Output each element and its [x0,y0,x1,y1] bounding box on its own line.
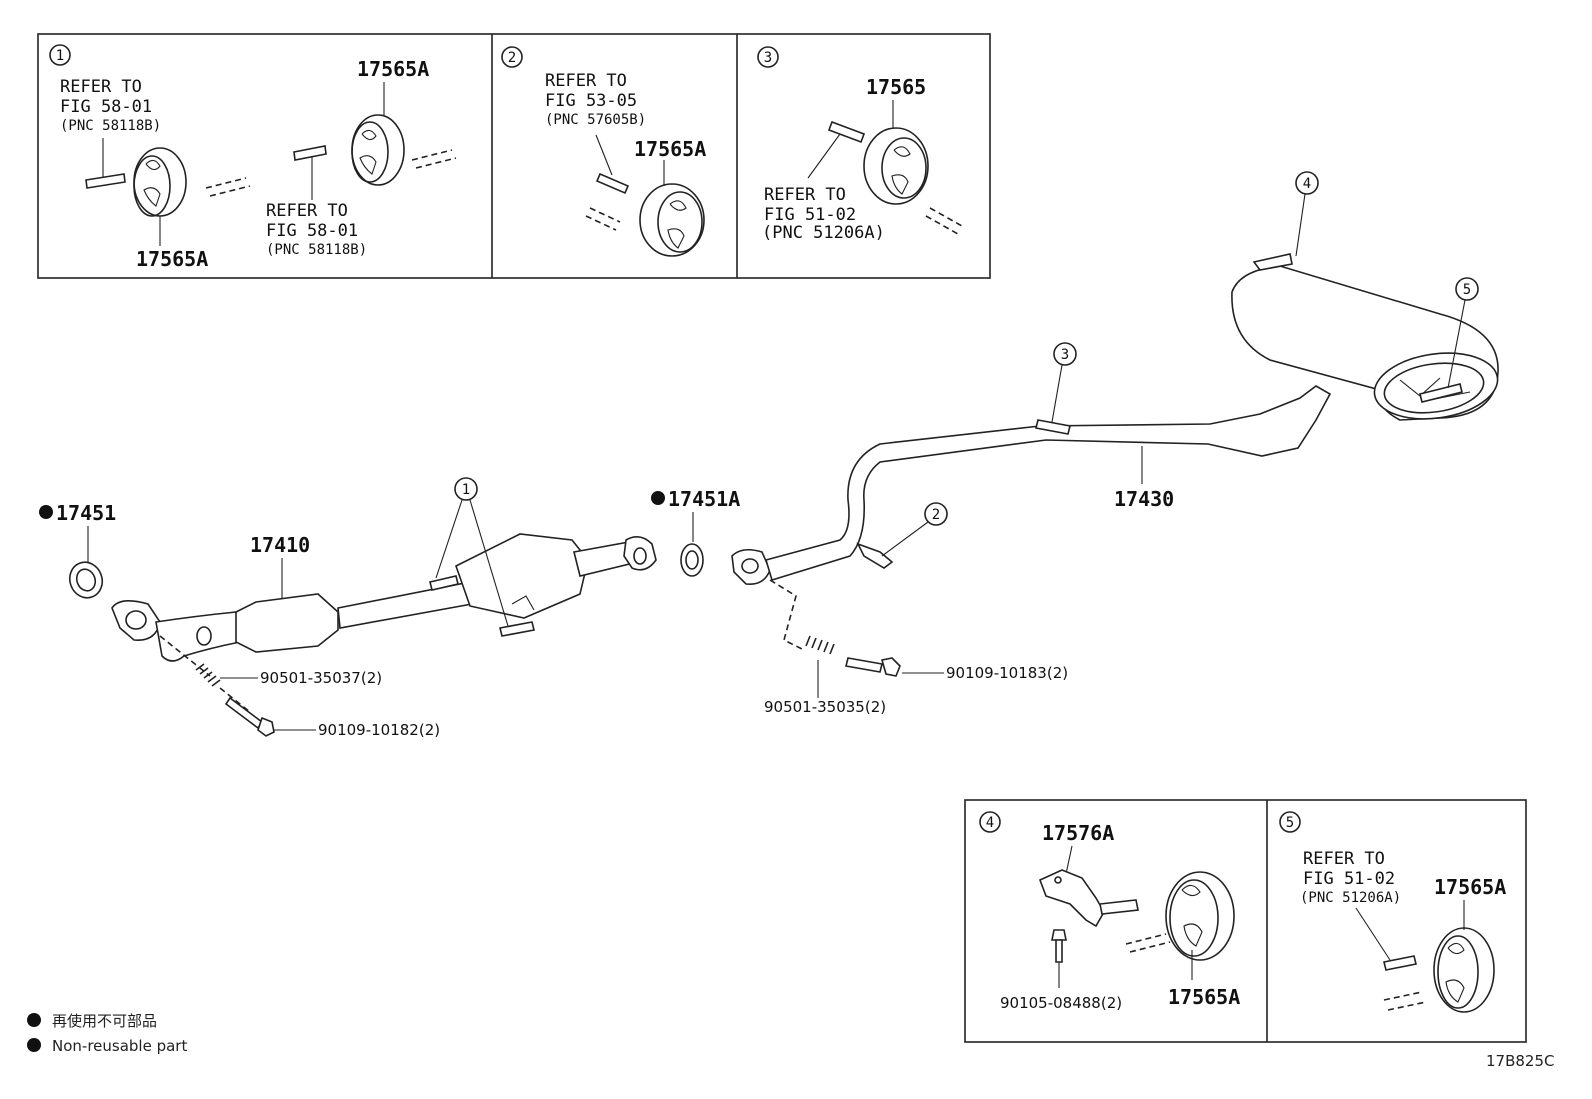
panel-2-refer-line2: FIG 53-05 [545,91,637,111]
rubber-hanger-top [351,114,405,186]
bolt-rear-label: 90109-10183(2) [946,664,1068,682]
inset-panel-4: 4 17576A 90105-08488(2) 17565A [979,811,1240,1012]
spring-front-label: 90501-35037(2) [260,669,382,687]
panel-3-refer-line1: REFER TO [764,185,846,205]
panel-1-refer-mid-line3: (PNC 58118B) [266,242,367,258]
legend-line-japanese: 再使用不可部品 [52,1012,157,1030]
callout-4: 4 [1303,176,1311,192]
bolt-front-label: 90109-10182(2) [318,721,440,739]
bolt-bracket [1051,929,1067,963]
panel-4-part-bolt: 90105-08488(2) [1000,994,1122,1012]
panel-4-part-bracket: 17576A [1042,821,1114,845]
gasket-center-label: 17451A [668,487,740,511]
inset-panel-5: 5 REFER TO FIG 51-02 (PNC 51206A) 17565A [1279,811,1506,1013]
gasket-center: 17451A [651,487,740,577]
tail-pipe-assembly: 3 2 4 5 17430 [731,171,1499,586]
panel-5-part: 17565A [1434,875,1506,899]
rubber-hanger-panel-3 [863,127,929,205]
panel-5-refer-line3: (PNC 51206A) [1300,890,1401,906]
bolt-front [224,696,275,737]
panel-5-refer-line1: REFER TO [1303,849,1385,869]
rear-fasteners: 90501-35035(2) 90109-10183(2) [764,579,1068,716]
spring-rear-label: 90501-35035(2) [764,698,886,716]
panel-4-marker: 4 [986,815,994,831]
panel-1-refer-mid-line1: REFER TO [266,201,348,221]
front-fasteners: 90501-35037(2) 90109-10182(2) [159,635,440,739]
spring-rear [805,635,835,655]
gasket-front-label: 17451 [56,501,116,525]
panel-3-part: 17565 [866,75,926,99]
panel-2-refer-line3: (PNC 57605B) [545,112,646,128]
legend-line-english: Non-reusable part [52,1037,187,1055]
panel-1-part-bottom: 17565A [136,247,208,271]
panel-3-refer-line2: FIG 51-02 [764,205,856,225]
spring-front [195,663,221,687]
rubber-hanger-panel-4 [1165,871,1235,961]
panel-1-marker: 1 [56,48,64,64]
panel-3-refer-line3: (PNC 51206A) [762,223,885,243]
top-inset-panels [37,33,991,279]
inset-panel-1: 1 REFER TO FIG 58-01 (PNC 58118B) 17565A… [49,44,457,271]
bracket [1038,869,1139,928]
rubber-hanger-left [133,147,187,217]
panel-4-part-hanger: 17565A [1168,985,1240,1009]
front-pipe-label: 17410 [250,533,310,557]
gasket-front: 17451 [39,501,116,599]
tail-pipe-label: 17430 [1114,487,1174,511]
rubber-hanger-panel-2 [639,183,705,257]
panel-1-part-top: 17565A [357,57,429,81]
panel-2-part: 17565A [634,137,706,161]
panel-2-refer-line1: REFER TO [545,71,627,91]
front-pipe-assembly: 17410 1 [111,477,657,662]
panel-1-refer-left-line2: FIG 58-01 [60,97,152,117]
panel-1-refer-left-line3: (PNC 58118B) [60,118,161,134]
rubber-hanger-panel-5 [1433,927,1495,1013]
panel-5-refer-line2: FIG 51-02 [1303,869,1395,889]
bolt-rear [845,657,901,677]
panel-5-marker: 5 [1286,815,1294,831]
legend: 再使用不可部品 Non-reusable part [27,1012,187,1055]
panel-1-refer-mid-line2: FIG 58-01 [266,221,358,241]
inset-panel-3: 3 REFER TO FIG 51-02 (PNC 51206A) 17565 [757,46,963,243]
inset-panel-2: 2 REFER TO FIG 53-05 (PNC 57605B) 17565A [501,46,706,257]
callout-1: 1 [462,482,470,498]
callout-5: 5 [1463,282,1471,298]
panel-2-marker: 2 [508,50,516,66]
callout-2: 2 [932,507,940,523]
panel-1-refer-left-line1: REFER TO [60,77,142,97]
bottom-inset-panels [964,799,1527,1043]
diagram-code: 17B825C [1486,1052,1554,1070]
callout-3: 3 [1061,347,1069,363]
panel-3-marker: 3 [764,50,772,66]
